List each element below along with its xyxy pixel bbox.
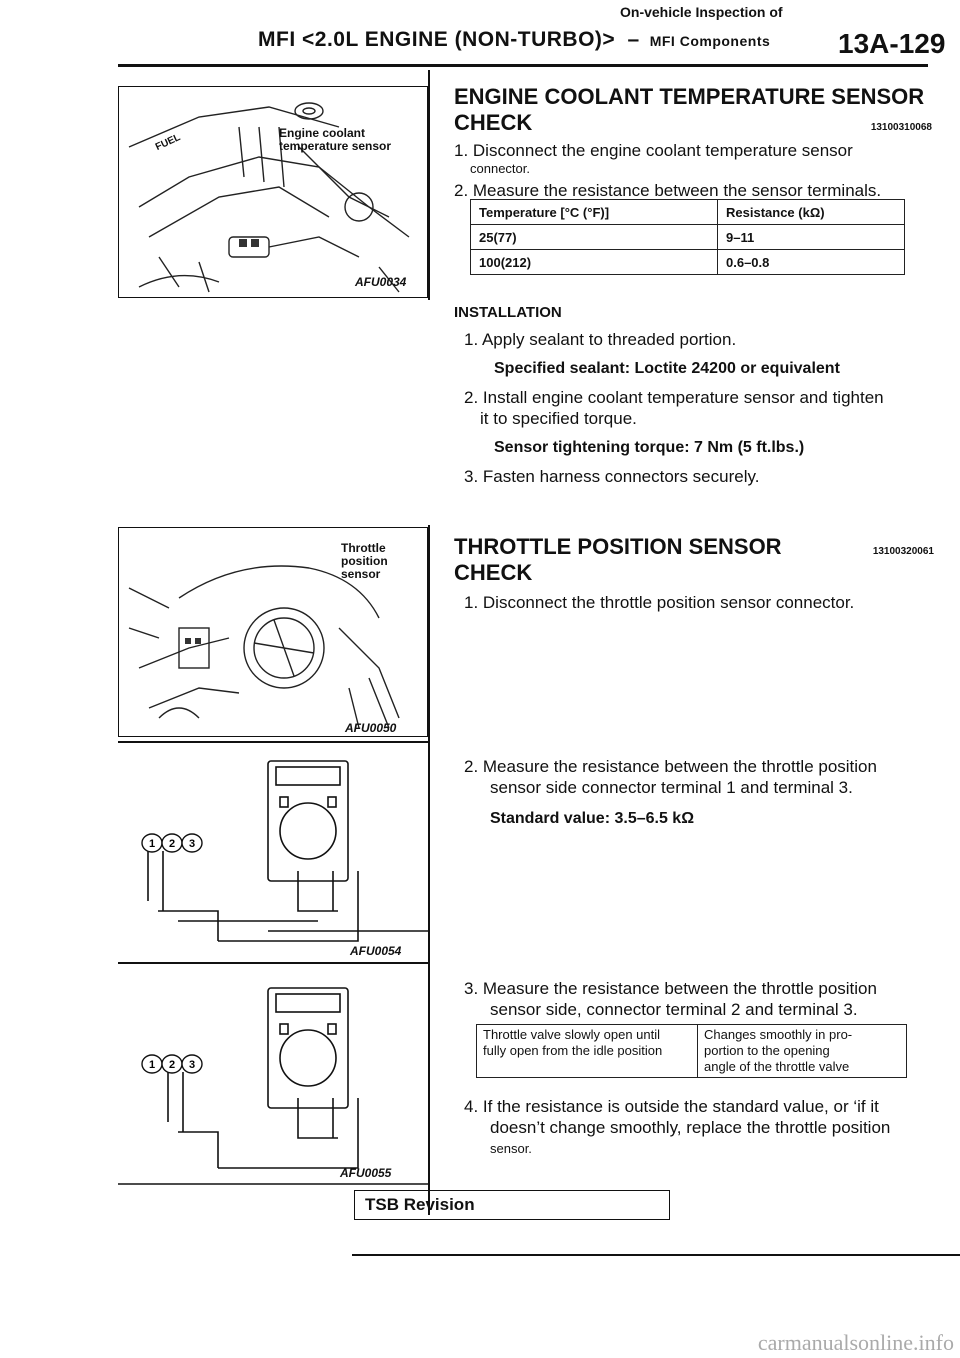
connector-pin-2: 2 bbox=[169, 1059, 175, 1071]
sealant-spec: Specified sealant: Loctite 24200 or equi… bbox=[494, 360, 840, 377]
standard-value: Standard value: 3.5–6.5 kΩ bbox=[490, 810, 695, 827]
section-title-cont: CHECK bbox=[454, 110, 533, 135]
ect-step-1: 1. Disconnect the engine coolant tempera… bbox=[454, 141, 853, 160]
table-cell: 9–11 bbox=[717, 224, 905, 250]
installation-step-2: 2. Install engine coolant temperature se… bbox=[464, 388, 884, 407]
column-divider bbox=[428, 525, 430, 1215]
ect-section: ENGINE COOLANT TEMPERATURE SENSOR CHECK … bbox=[454, 84, 934, 201]
throttle-body-illustration bbox=[128, 565, 400, 729]
table-cell: Throttle valve slowly open until fully o… bbox=[476, 1024, 698, 1078]
watermark: carmanualsonline.info bbox=[757, 1330, 954, 1355]
table-cell: 100(212) bbox=[470, 249, 718, 275]
coolant-sensor-label: Engine coolant temperature sensor bbox=[279, 126, 392, 153]
header-engine: <2.0L ENGINE bbox=[302, 28, 449, 51]
header-mfi: MFI bbox=[258, 28, 296, 51]
tps-step-3-block: 3. Measure the resistance between the th… bbox=[454, 978, 934, 1020]
header-subtitle: On-vehicle Inspection of bbox=[620, 4, 783, 20]
installation-step-2-cont: it to specified torque. bbox=[480, 409, 637, 428]
section-title: THROTTLE POSITION SENSOR CHECK bbox=[454, 534, 782, 585]
tps-step-4-cont: doesn’t change smoothly, replace the thr… bbox=[490, 1118, 891, 1137]
section-code: 13100320061 bbox=[872, 546, 934, 557]
connector-pin-1: 1 bbox=[149, 1059, 155, 1071]
column-divider bbox=[428, 70, 430, 300]
multimeter-illustration: 1 2 3 bbox=[118, 987, 428, 1185]
ect-step-1-cont: connector. bbox=[470, 161, 530, 176]
figure-throttle-sensor: Throttle position sensor AFU0050 bbox=[118, 527, 428, 737]
tps-step-3-cont: sensor side, connector terminal 2 and te… bbox=[490, 1000, 858, 1019]
tps-step-2-block: 2. Measure the resistance between the th… bbox=[454, 756, 934, 829]
tps-step-4-cont: sensor. bbox=[490, 1141, 532, 1156]
connector-pin-1: 1 bbox=[149, 838, 155, 850]
torque-spec: Sensor tightening torque: 7 Nm (5 ft.lbs… bbox=[494, 439, 805, 456]
ect-step-2: 2. Measure the resistance between the se… bbox=[454, 181, 882, 200]
tps-step-2-cont: sensor side connector terminal 1 and ter… bbox=[490, 778, 853, 797]
figure-code: AFU0034 bbox=[355, 275, 407, 289]
header-rule bbox=[118, 64, 928, 67]
section-code: 13100310068 bbox=[870, 122, 932, 133]
tps-step-1: 1. Disconnect the throttle position sens… bbox=[464, 593, 855, 612]
tps-step-3: 3. Measure the resistance between the th… bbox=[464, 979, 877, 998]
throttle-sensor-label: Throttle position sensor bbox=[341, 541, 388, 581]
connector-pin-3: 3 bbox=[189, 838, 195, 850]
figure-code: AFU0055 bbox=[340, 1166, 392, 1180]
installation-step-3: 3. Fasten harness connectors securely. bbox=[464, 467, 760, 486]
figure-code: AFU0050 bbox=[345, 721, 397, 735]
ect-spec-table: Temperature [°C (°F)] Resistance (kΩ) 25… bbox=[470, 199, 905, 275]
tps-step-4-block: 4. If the resistance is outside the stan… bbox=[454, 1096, 934, 1159]
connector-pin-2: 2 bbox=[169, 838, 175, 850]
table-cell: 0.6–0.8 bbox=[717, 249, 905, 275]
tps-spec-table: Throttle valve slowly open until fully o… bbox=[476, 1024, 907, 1078]
figure-coolant-sensor: Engine coolant temperature sensor FUEL A… bbox=[118, 86, 428, 298]
tps-step-2: 2. Measure the resistance between the th… bbox=[464, 757, 877, 776]
footer-rule bbox=[352, 1254, 960, 1256]
coolant-sensor-illustration bbox=[128, 102, 410, 293]
installation-step-1: 1. Apply sealant to threaded portion. bbox=[464, 330, 737, 349]
figure-multimeter-2: 1 2 3 AFU0055 bbox=[118, 962, 428, 1188]
multimeter-illustration: 1 2 3 bbox=[141, 760, 428, 942]
table-header: Resistance (kΩ) bbox=[717, 199, 905, 225]
installation-heading: INSTALLATION bbox=[454, 304, 562, 321]
table-cell: 25(77) bbox=[470, 224, 718, 250]
tps-step-4: 4. If the resistance is outside the stan… bbox=[464, 1097, 879, 1116]
table-header: Temperature [°C (°F)] bbox=[470, 199, 718, 225]
connector-pin-3: 3 bbox=[189, 1059, 195, 1071]
figure-code: AFU0054 bbox=[350, 944, 402, 958]
table-cell: Changes smoothly in pro- portion to the … bbox=[697, 1024, 907, 1078]
header-title: MFI <2.0L ENGINE (NON-TURBO)> –MFI Compo… bbox=[258, 28, 770, 52]
figure-multimeter-1: 1 2 3 AFU0054 bbox=[118, 741, 428, 961]
header-dash: – bbox=[627, 28, 640, 51]
section-title: ENGINE COOLANT TEMPERATURE SENSOR bbox=[454, 84, 925, 109]
tsb-revision-box: TSB Revision bbox=[354, 1190, 670, 1220]
header-variant: (NON-TURBO)> bbox=[454, 28, 616, 51]
header-components: MFI Components bbox=[649, 33, 771, 49]
installation-section: INSTALLATION 1. Apply sealant to threade… bbox=[454, 302, 934, 487]
tps-section: THROTTLE POSITION SENSOR CHECK 131003200… bbox=[454, 534, 934, 613]
page-number: 13A-129 bbox=[838, 28, 946, 59]
